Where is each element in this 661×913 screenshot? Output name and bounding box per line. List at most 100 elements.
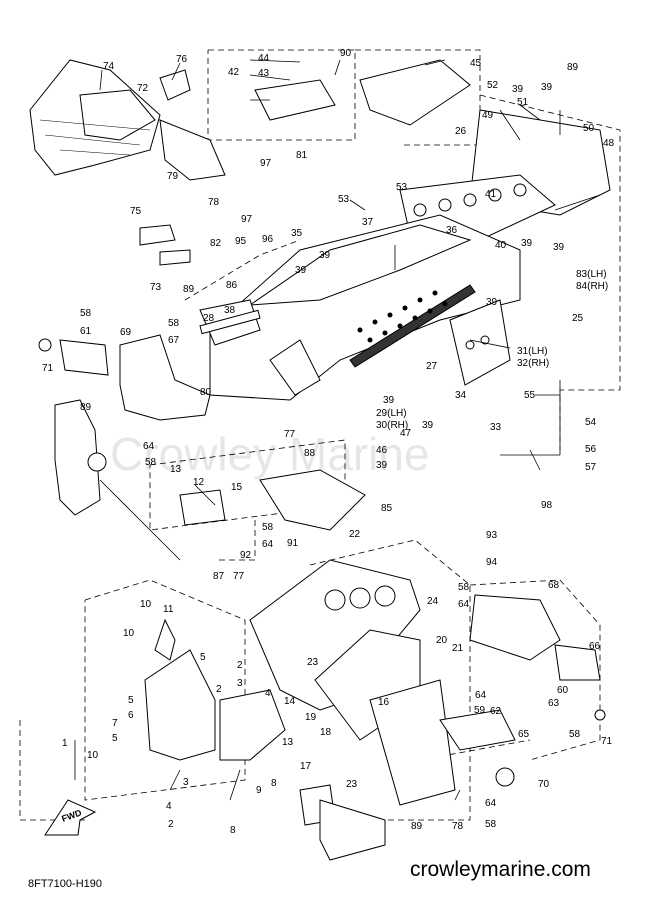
fwd-arrow: FWD bbox=[44, 799, 97, 836]
callout-label: 97 bbox=[241, 214, 253, 225]
callout-label: 98 bbox=[541, 500, 553, 511]
callout-label: 2 bbox=[216, 684, 222, 695]
callout-label: 15 bbox=[231, 482, 243, 493]
callout-label: 39 bbox=[383, 395, 395, 406]
callout-label: 48 bbox=[603, 138, 615, 149]
callout-label: 58 bbox=[80, 308, 92, 319]
left-plate bbox=[54, 399, 107, 516]
callout-label: 78 bbox=[208, 197, 220, 208]
callout-label: 39 bbox=[376, 460, 388, 471]
callout-label: 84(RH) bbox=[576, 281, 608, 292]
callout-label: 32(RH) bbox=[517, 358, 549, 369]
callout-label: 13 bbox=[170, 464, 182, 475]
callout-label: 26 bbox=[455, 126, 467, 137]
callout-label: 65 bbox=[518, 729, 530, 740]
callout-label: 41 bbox=[485, 189, 497, 200]
callouts: 74 76 72 90 44 42 43 45 52 39 51 39 89 2… bbox=[42, 48, 615, 836]
callout-label: 19 bbox=[305, 712, 317, 723]
callout-label: 69 bbox=[120, 327, 132, 338]
callout-label: 58 bbox=[569, 729, 581, 740]
callout-label: 25 bbox=[572, 313, 584, 324]
callout-label: 75 bbox=[130, 206, 142, 217]
main-chassis bbox=[199, 214, 521, 401]
lower-front-frame bbox=[144, 618, 306, 761]
callout-label: 89 bbox=[183, 284, 195, 295]
callout-label: 7 bbox=[112, 718, 118, 729]
left-bracket-69 bbox=[38, 334, 211, 421]
callout-label: 39 bbox=[319, 250, 331, 261]
callout-label: 37 bbox=[362, 217, 374, 228]
callout-label: 10 bbox=[140, 599, 152, 610]
callout-label: 64 bbox=[262, 539, 274, 550]
callout-label: 39 bbox=[553, 242, 565, 253]
callout-label: 22 bbox=[349, 529, 361, 540]
callout-label: 61 bbox=[80, 326, 92, 337]
callout-label: 97 bbox=[260, 158, 272, 169]
callout-label: 34 bbox=[455, 390, 467, 401]
callout-label: 54 bbox=[585, 417, 597, 428]
callout-label: 83(LH) bbox=[576, 269, 607, 280]
callout-label: 2 bbox=[237, 660, 243, 671]
callout-label: 63 bbox=[548, 698, 560, 709]
callout-label: 39 bbox=[422, 420, 434, 431]
callout-label: 62 bbox=[490, 706, 502, 717]
callout-label: 35 bbox=[291, 228, 303, 239]
callout-label: 58 bbox=[145, 457, 157, 468]
callout-label: 72 bbox=[137, 83, 149, 94]
callout-label: 95 bbox=[235, 236, 247, 247]
callout-label: 64 bbox=[458, 599, 470, 610]
callout-label: 67 bbox=[168, 335, 180, 346]
callout-label: 93 bbox=[486, 530, 498, 541]
callout-label: 11 bbox=[163, 604, 174, 615]
callout-label: 23 bbox=[346, 779, 358, 790]
diagram-code: 8FT7100-H190 bbox=[28, 878, 102, 890]
callout-label: 21 bbox=[452, 643, 464, 654]
callout-label: 64 bbox=[143, 441, 155, 452]
mid-plate-15 bbox=[179, 469, 366, 531]
callout-label: 79 bbox=[167, 171, 179, 182]
callout-label: 82 bbox=[210, 238, 222, 249]
callout-label: 58 bbox=[485, 819, 497, 830]
callout-label: 29(LH) bbox=[376, 408, 407, 419]
callout-label: 24 bbox=[427, 596, 439, 607]
callout-label: 89 bbox=[567, 62, 579, 73]
callout-label: 87 bbox=[213, 571, 225, 582]
callout-label: 40 bbox=[495, 240, 507, 251]
callout-label: 39 bbox=[512, 84, 524, 95]
callout-label: 71 bbox=[42, 363, 54, 374]
callout-label: 80 bbox=[200, 387, 212, 398]
callout-label: 73 bbox=[150, 282, 162, 293]
callout-label: 66 bbox=[589, 641, 601, 652]
callout-label: 44 bbox=[258, 53, 270, 64]
callout-label: 23 bbox=[307, 657, 319, 668]
callout-label: 76 bbox=[176, 54, 188, 65]
callout-label: 17 bbox=[300, 761, 312, 772]
bottom-bracket-17 bbox=[299, 767, 515, 861]
callout-label: 89 bbox=[411, 821, 423, 832]
callout-label: 50 bbox=[583, 123, 595, 134]
callout-label: 38 bbox=[224, 305, 236, 316]
callout-label: 33 bbox=[490, 422, 502, 433]
callout-label: 8 bbox=[230, 825, 236, 836]
callout-label: 1 bbox=[62, 738, 68, 749]
upper-panel-assembly bbox=[29, 59, 226, 266]
callout-label: 39 bbox=[541, 82, 553, 93]
callout-label: 12 bbox=[193, 477, 205, 488]
callout-label: 77 bbox=[233, 571, 245, 582]
callout-label: 58 bbox=[458, 582, 470, 593]
callout-label: 4 bbox=[265, 688, 271, 699]
callout-label: 60 bbox=[557, 685, 569, 696]
callout-label: 28 bbox=[203, 313, 215, 324]
callout-label: 20 bbox=[436, 635, 448, 646]
callout-label: 27 bbox=[426, 361, 438, 372]
callout-label: 10 bbox=[123, 628, 135, 639]
callout-label: 88 bbox=[304, 448, 316, 459]
side-bracket-31-32 bbox=[449, 299, 511, 386]
callout-label: 92 bbox=[240, 550, 252, 561]
callout-label: 51 bbox=[517, 97, 529, 108]
callout-label: 71 bbox=[601, 736, 613, 747]
callout-label: 2 bbox=[168, 819, 174, 830]
callout-label: 30(RH) bbox=[376, 420, 408, 431]
callout-label: 52 bbox=[487, 80, 499, 91]
